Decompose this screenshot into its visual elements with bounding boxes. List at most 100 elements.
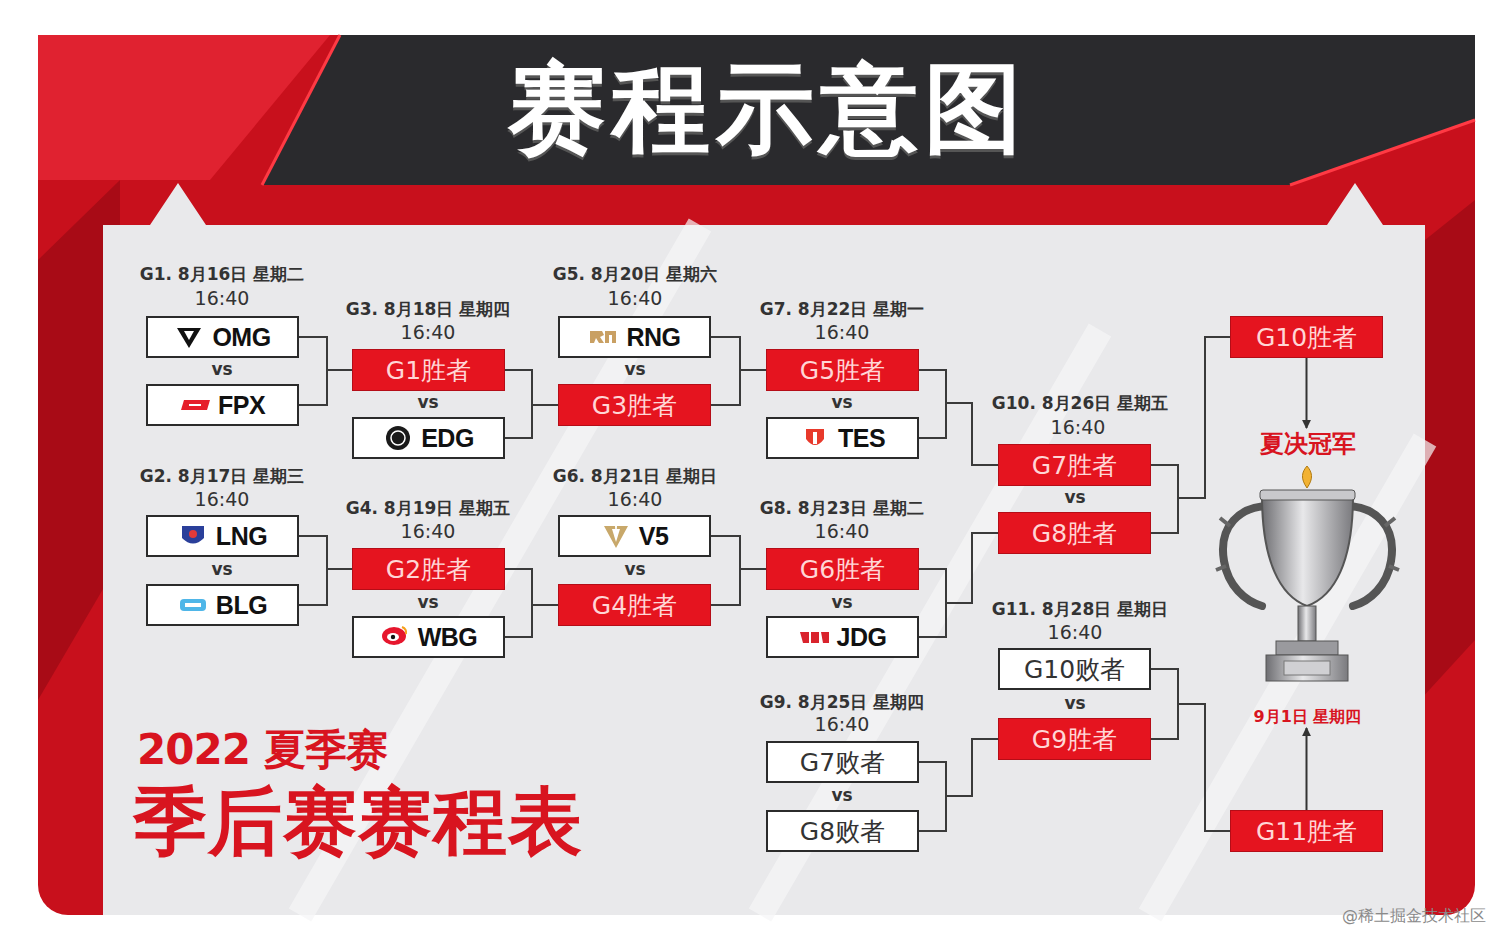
versus-text: vs (211, 560, 232, 580)
box-text: TES (838, 424, 885, 453)
final-date: 9月1日 星期四 (1254, 707, 1362, 728)
cup-plate (1284, 661, 1330, 675)
team-logo-part (386, 426, 410, 450)
loser-box: G10败者 (998, 648, 1151, 690)
box-text: G11胜者 (1256, 815, 1357, 848)
winner-box: G10胜者 (1230, 316, 1383, 358)
team-logo-part (181, 400, 210, 410)
versus-text: vs (624, 560, 645, 580)
team-logo-part (184, 331, 194, 340)
watermark: @稀土掘金技术社区 (1342, 907, 1486, 925)
bracket-line (919, 739, 998, 831)
versus-text: vs (1064, 694, 1085, 714)
winner-box: G6胜者 (766, 548, 919, 590)
team-logo (799, 623, 829, 651)
bracket-line (919, 403, 998, 465)
team-box: TES (766, 417, 919, 459)
winner-box: G7胜者 (998, 444, 1151, 486)
loser-box: G8败者 (766, 810, 919, 852)
match-time: 16:40 (401, 521, 456, 543)
winner-box: G2胜者 (352, 548, 505, 590)
banner-glow (1290, 120, 1475, 185)
box-text: G10败者 (1024, 653, 1125, 686)
bracket-line (1151, 337, 1230, 533)
winner-box: G4胜者 (558, 584, 711, 626)
title-text: 赛程示意图 (508, 52, 1028, 165)
box-text: G8胜者 (1032, 517, 1117, 550)
match-time: 16:40 (815, 322, 870, 344)
cup-base (1276, 641, 1338, 655)
team-logo-part (800, 632, 809, 643)
team-box: LNG (146, 515, 299, 557)
match-date: G3. 8月18日 星期四 (346, 300, 511, 320)
box-text: OMG (212, 323, 270, 352)
match-date: G6. 8月21日 星期日 (553, 467, 718, 487)
match-time: 16:40 (401, 322, 456, 344)
match-date: G4. 8月19日 星期五 (346, 499, 511, 519)
box-text: G1胜者 (386, 354, 471, 387)
team-logo-part (382, 627, 406, 645)
advance-arrow (1306, 358, 1308, 428)
bracket-line (505, 605, 558, 637)
versus-text: vs (624, 360, 645, 380)
cup-flame (1302, 466, 1311, 488)
winner-box: G11胜者 (1230, 810, 1383, 852)
box-text: G7胜者 (1032, 449, 1117, 482)
team-logo-part (180, 599, 206, 611)
team-logo (178, 522, 208, 550)
trophy-node: 夏决冠军9月1日 星期四 (1210, 428, 1405, 728)
box-text: FPX (218, 391, 265, 420)
team-box: EDG (352, 417, 505, 459)
team-logo (178, 591, 208, 619)
bracket-line (299, 337, 352, 370)
team-logo (380, 623, 410, 651)
team-logo (180, 391, 210, 419)
team-logo-part (612, 529, 620, 542)
team-logo-part (821, 632, 829, 643)
match-time: 16:40 (1048, 622, 1103, 644)
match-date: G11. 8月28日 星期日 (992, 600, 1168, 620)
bracket-line (711, 569, 766, 605)
team-logo (601, 522, 631, 550)
season-heading: 2022 夏季赛 (137, 726, 387, 774)
bracket-line (505, 569, 558, 605)
team-logo-part (813, 432, 817, 444)
winner-box: G5胜者 (766, 349, 919, 391)
winner-box: G8胜者 (998, 512, 1151, 554)
box-text: V5 (639, 522, 669, 551)
title-banner (262, 35, 1475, 185)
advance-arrow (1306, 728, 1308, 810)
match-time: 16:40 (1051, 417, 1106, 439)
team-logo-part (387, 633, 399, 641)
box-text: EDG (421, 424, 474, 453)
team-box: FPX (146, 384, 299, 426)
bracket-line (299, 536, 352, 569)
box-text: WBG (418, 623, 478, 652)
team-box: V5 (558, 515, 711, 557)
bracket-line (1151, 337, 1230, 498)
trophy-illustration (1210, 466, 1405, 691)
bracket-line (919, 533, 998, 603)
box-text: JDG (837, 623, 887, 652)
cup-rim (1260, 490, 1355, 500)
match-date: G1. 8月16日 星期二 (140, 265, 305, 285)
versus-text: vs (831, 593, 852, 613)
cup-bowl (1262, 496, 1353, 606)
versus-text: vs (417, 593, 438, 613)
team-logo-part (189, 404, 201, 406)
banner-glow (262, 35, 340, 185)
team-box: JDG (766, 616, 919, 658)
match-time: 16:40 (195, 288, 250, 310)
match-date: G10. 8月26日 星期五 (992, 394, 1168, 414)
box-text: G9胜者 (1032, 723, 1117, 756)
team-logo (588, 323, 618, 351)
match-time: 16:40 (195, 489, 250, 511)
versus-text: vs (831, 786, 852, 806)
team-logo-part (806, 429, 824, 445)
versus-text: vs (417, 393, 438, 413)
bracket-line (711, 370, 766, 405)
box-text: LNG (216, 522, 267, 551)
match-time: 16:40 (608, 288, 663, 310)
box-text: RNG (626, 323, 680, 352)
